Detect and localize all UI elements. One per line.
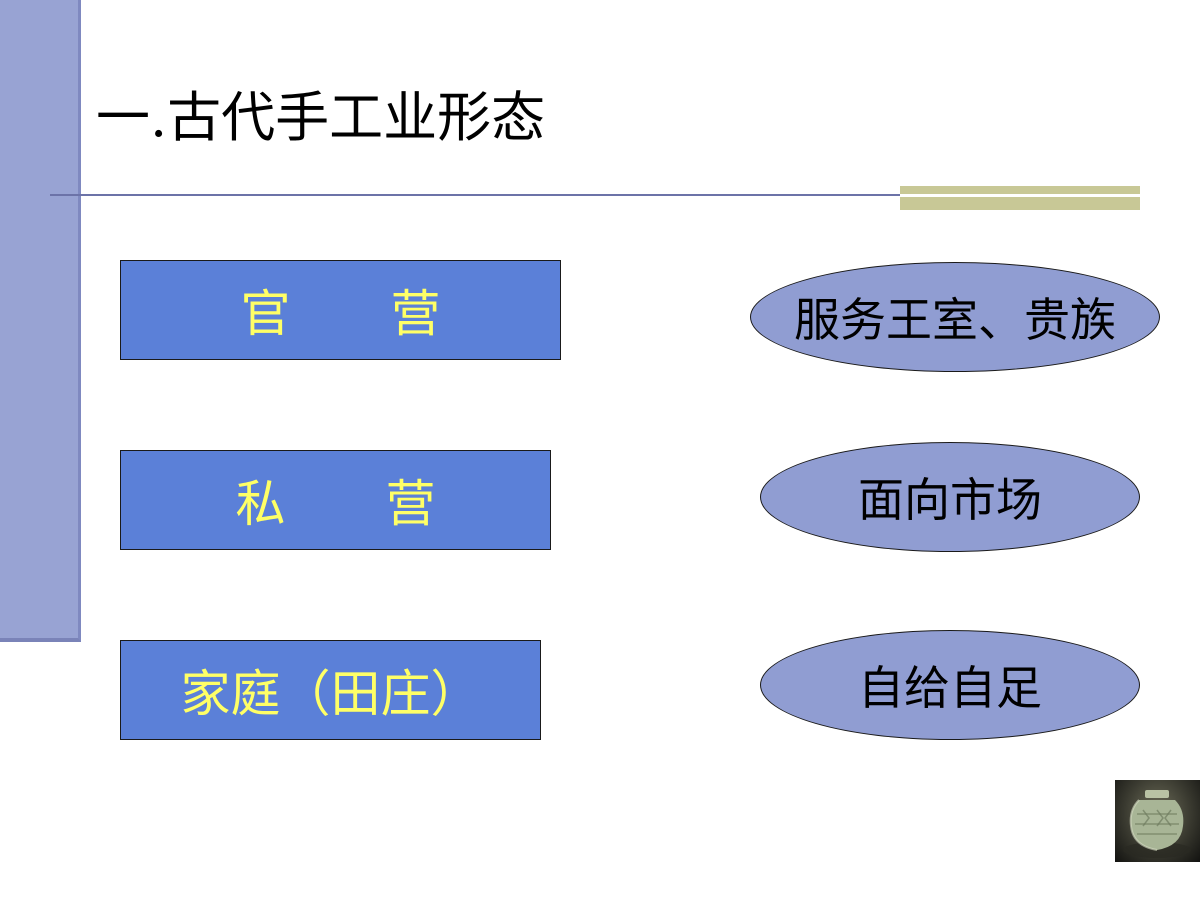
description-oval-private: 面向市场: [760, 442, 1140, 552]
slide-title: 一.古代手工业形态: [96, 78, 545, 158]
form-box-private: 私 营: [120, 450, 551, 550]
accent-bar: [900, 186, 1140, 210]
form-box-household: 家庭（田庄）: [120, 640, 541, 740]
celadon-jar-photo-icon: [1115, 780, 1200, 862]
sidebar-decoration: [0, 0, 81, 642]
description-oval-household: 自给自足: [760, 630, 1140, 740]
form-box-official: 官 营: [120, 260, 561, 360]
description-oval-official: 服务王室、贵族: [750, 262, 1160, 372]
